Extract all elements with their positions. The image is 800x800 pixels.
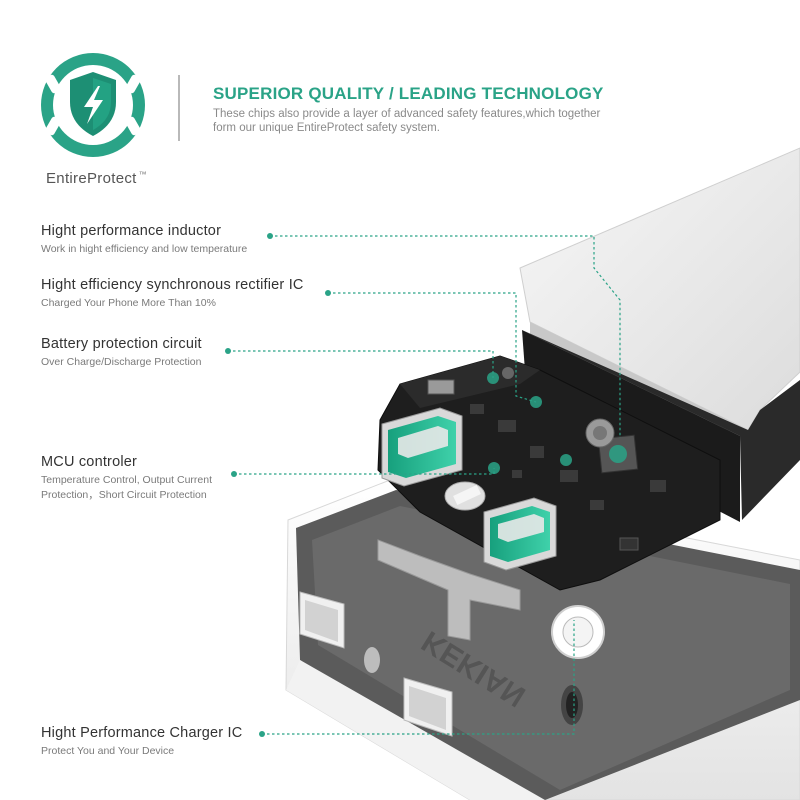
shield-lightning-icon bbox=[41, 53, 145, 157]
header-divider bbox=[178, 75, 180, 141]
feature-battery-protection: Battery protection circuit Over Charge/D… bbox=[41, 336, 202, 370]
callout-dots bbox=[225, 233, 331, 737]
brand-label: EntireProtect bbox=[46, 170, 137, 187]
feature-subtitle-line2: Protection，Short Circuit Protection bbox=[41, 489, 207, 501]
callout-lines bbox=[228, 235, 621, 735]
page-title: SUPERIOR QUALITY / LEADING TECHNOLOGY bbox=[213, 84, 604, 103]
entireprotect-logo bbox=[40, 52, 146, 158]
feature-title: MCU controler bbox=[41, 454, 138, 470]
feature-title: Hight Performance Charger IC bbox=[41, 725, 243, 741]
circuit-board bbox=[377, 355, 721, 591]
front-ports bbox=[299, 591, 583, 737]
feature-subtitle: Work in hight efficiency and low tempera… bbox=[41, 243, 248, 255]
callout-line-protection bbox=[228, 350, 494, 378]
feature-inductor: Hight performance inductor Work in hight… bbox=[41, 223, 247, 257]
feature-subtitle: Protect You and Your Device bbox=[41, 745, 175, 757]
feature-title: Hight performance inductor bbox=[41, 223, 222, 239]
retaining-clip bbox=[377, 539, 521, 641]
feature-title: Battery protection circuit bbox=[41, 336, 202, 352]
trademark-mark: ™ bbox=[138, 170, 147, 179]
callout-line-mcu bbox=[234, 468, 495, 475]
feature-charger-ic: Hight Performance Charger IC Protect You… bbox=[41, 725, 242, 759]
feature-mcu: MCU controler Temperature Control, Outpu… bbox=[41, 454, 212, 503]
callout-line-inductor bbox=[270, 235, 621, 438]
feature-title: Hight efficiency synchronous rectifier I… bbox=[41, 277, 304, 293]
power-button bbox=[551, 605, 605, 659]
feature-subtitle: Charged Your Phone More Than 10% bbox=[41, 297, 216, 309]
feature-subtitle-line1: Temperature Control, Output Current bbox=[41, 474, 212, 486]
page-subtitle: These chips also provide a layer of adva… bbox=[213, 108, 601, 134]
feature-subtitle: Over Charge/Discharge Protection bbox=[41, 356, 202, 368]
callout-line-charger bbox=[262, 620, 575, 735]
feature-rectifier: Hight efficiency synchronous rectifier I… bbox=[41, 277, 304, 311]
callout-line-rectifier bbox=[328, 292, 537, 403]
